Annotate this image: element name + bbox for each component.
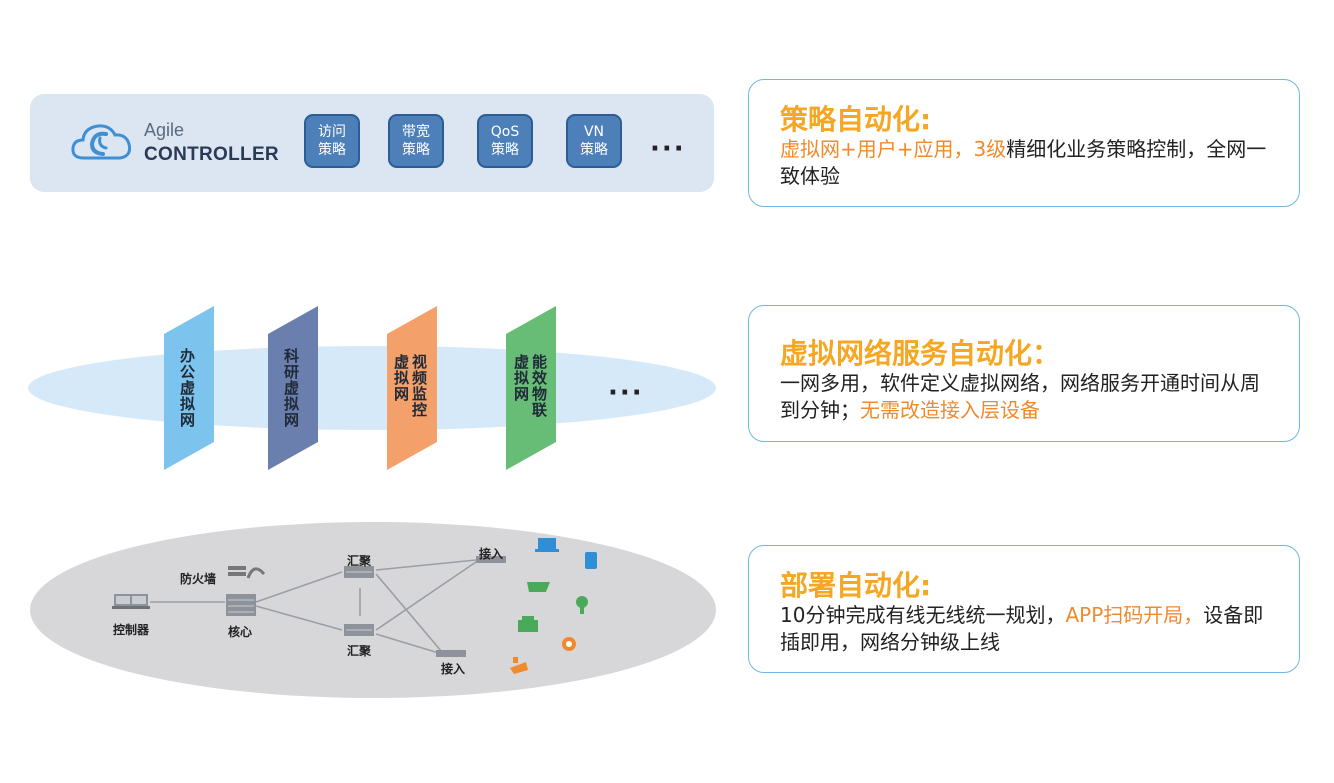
card-body-text: 精细化业务策略控制，全网一致体验: [780, 137, 1267, 188]
policy-label-line1: 访问: [318, 124, 346, 140]
research-vn-label: 科研虚拟网: [282, 348, 300, 428]
bandwidth-policy-button[interactable]: 带宽 策略: [388, 114, 444, 168]
policy-label-line2: 策略: [318, 142, 346, 158]
virtual-network-layer: [28, 346, 716, 430]
policy-label-line1: VN: [583, 124, 605, 140]
more-vns-ellipsis: ···: [608, 378, 644, 408]
printer-icon: [518, 616, 538, 632]
logo-controller-text: CONTROLLER: [144, 144, 279, 165]
access-top-label: 接入: [479, 547, 504, 561]
more-policies-ellipsis: ···: [650, 134, 686, 164]
firewall-icon: [228, 566, 266, 579]
access-bottom-label: 接入: [441, 662, 466, 676]
controller-node-label: 控制器: [113, 623, 150, 637]
card-body: 一网多用，软件定义虚拟网络，网络服务开通时间从周到分钟；无需改造接入层设备: [780, 370, 1270, 424]
core-node-label: 核心: [228, 625, 253, 639]
aggregation-bottom-label: 汇聚: [347, 644, 372, 658]
card-body: 10分钟完成有线无线统一规划，APP扫码开局，设备即插即用，网络分钟级上线: [780, 602, 1280, 656]
topology-links: [150, 559, 477, 655]
card-body-highlight: APP扫码开局，: [1065, 603, 1204, 627]
aggregation-switch-top-icon: [344, 566, 374, 578]
iot-vn-label: 能效物联虚拟网: [512, 354, 548, 418]
vn-service-automation-card: 虚拟网络服务自动化： 一网多用，软件定义虚拟网络，网络服务开通时间从周到分钟；无…: [748, 305, 1300, 442]
policy-label-line2: 策略: [580, 142, 608, 158]
deployment-automation-card: 部署自动化: 10分钟完成有线无线统一规划，APP扫码开局，设备即插即用，网络分…: [748, 545, 1300, 673]
controller-device-icon: [112, 594, 150, 609]
policy-automation-card: 策略自动化: 虚拟网+用户+应用，3级精细化业务策略控制，全网一致体验: [748, 79, 1300, 207]
camera-icon: [510, 657, 528, 674]
card-body-highlight: 无需改造接入层设备: [860, 398, 1040, 422]
policy-label-line1: QoS: [490, 124, 520, 140]
iot-vn-plane: [506, 306, 556, 470]
card-body-text: 一网多用，软件定义虚拟网络，网络服务开通时间从周到分钟；: [780, 371, 1260, 422]
webcam-icon: [562, 637, 576, 651]
core-switch-icon: [226, 594, 256, 616]
policy-label-line2: 策略: [402, 142, 430, 158]
video-vn-label: 视频监控虚拟网: [392, 354, 428, 418]
physical-network-layer: [30, 522, 716, 698]
qos-policy-button[interactable]: QoS 策略: [477, 114, 533, 168]
access-switch-top-icon: [476, 556, 506, 563]
agile-cloud-logo-icon: [71, 124, 132, 160]
policy-label-line1: 带宽: [402, 124, 430, 140]
card-title: 虚拟网络服务自动化：: [780, 337, 1061, 370]
laptop-icon: [535, 538, 559, 552]
firewall-node-label: 防火墙: [180, 572, 217, 586]
logo-agile-text: Agile: [144, 120, 185, 140]
physical-topology: [112, 538, 597, 674]
virtual-network-planes: [164, 306, 556, 470]
policy-label-line2: 策略: [491, 142, 519, 158]
sensor-icon: [576, 596, 588, 614]
card-body-highlight: 虚拟网+用户+应用，3级: [780, 137, 1007, 161]
card-body: 虚拟网+用户+应用，3级精细化业务策略控制，全网一致体验: [780, 136, 1280, 190]
card-title: 部署自动化:: [780, 569, 932, 602]
video-vn-plane: [387, 306, 437, 470]
research-vn-plane: [268, 306, 318, 470]
projector-icon: [527, 582, 550, 592]
access-policy-button[interactable]: 访问 策略: [304, 114, 360, 168]
office-vn-plane: [164, 306, 214, 470]
access-switch-bottom-icon: [436, 650, 466, 657]
card-body-text: 10分钟完成有线无线统一规划，: [780, 603, 1066, 627]
card-body-text-2: 设备即插即用，网络分钟级上线: [780, 603, 1264, 654]
tablet-icon: [585, 552, 597, 569]
aggregation-top-label: 汇聚: [347, 554, 372, 568]
card-title: 策略自动化:: [780, 103, 932, 136]
aggregation-switch-bottom-icon: [344, 624, 374, 636]
office-vn-label: 办公虚拟网: [178, 348, 196, 428]
vn-policy-button[interactable]: VN 策略: [566, 114, 622, 168]
